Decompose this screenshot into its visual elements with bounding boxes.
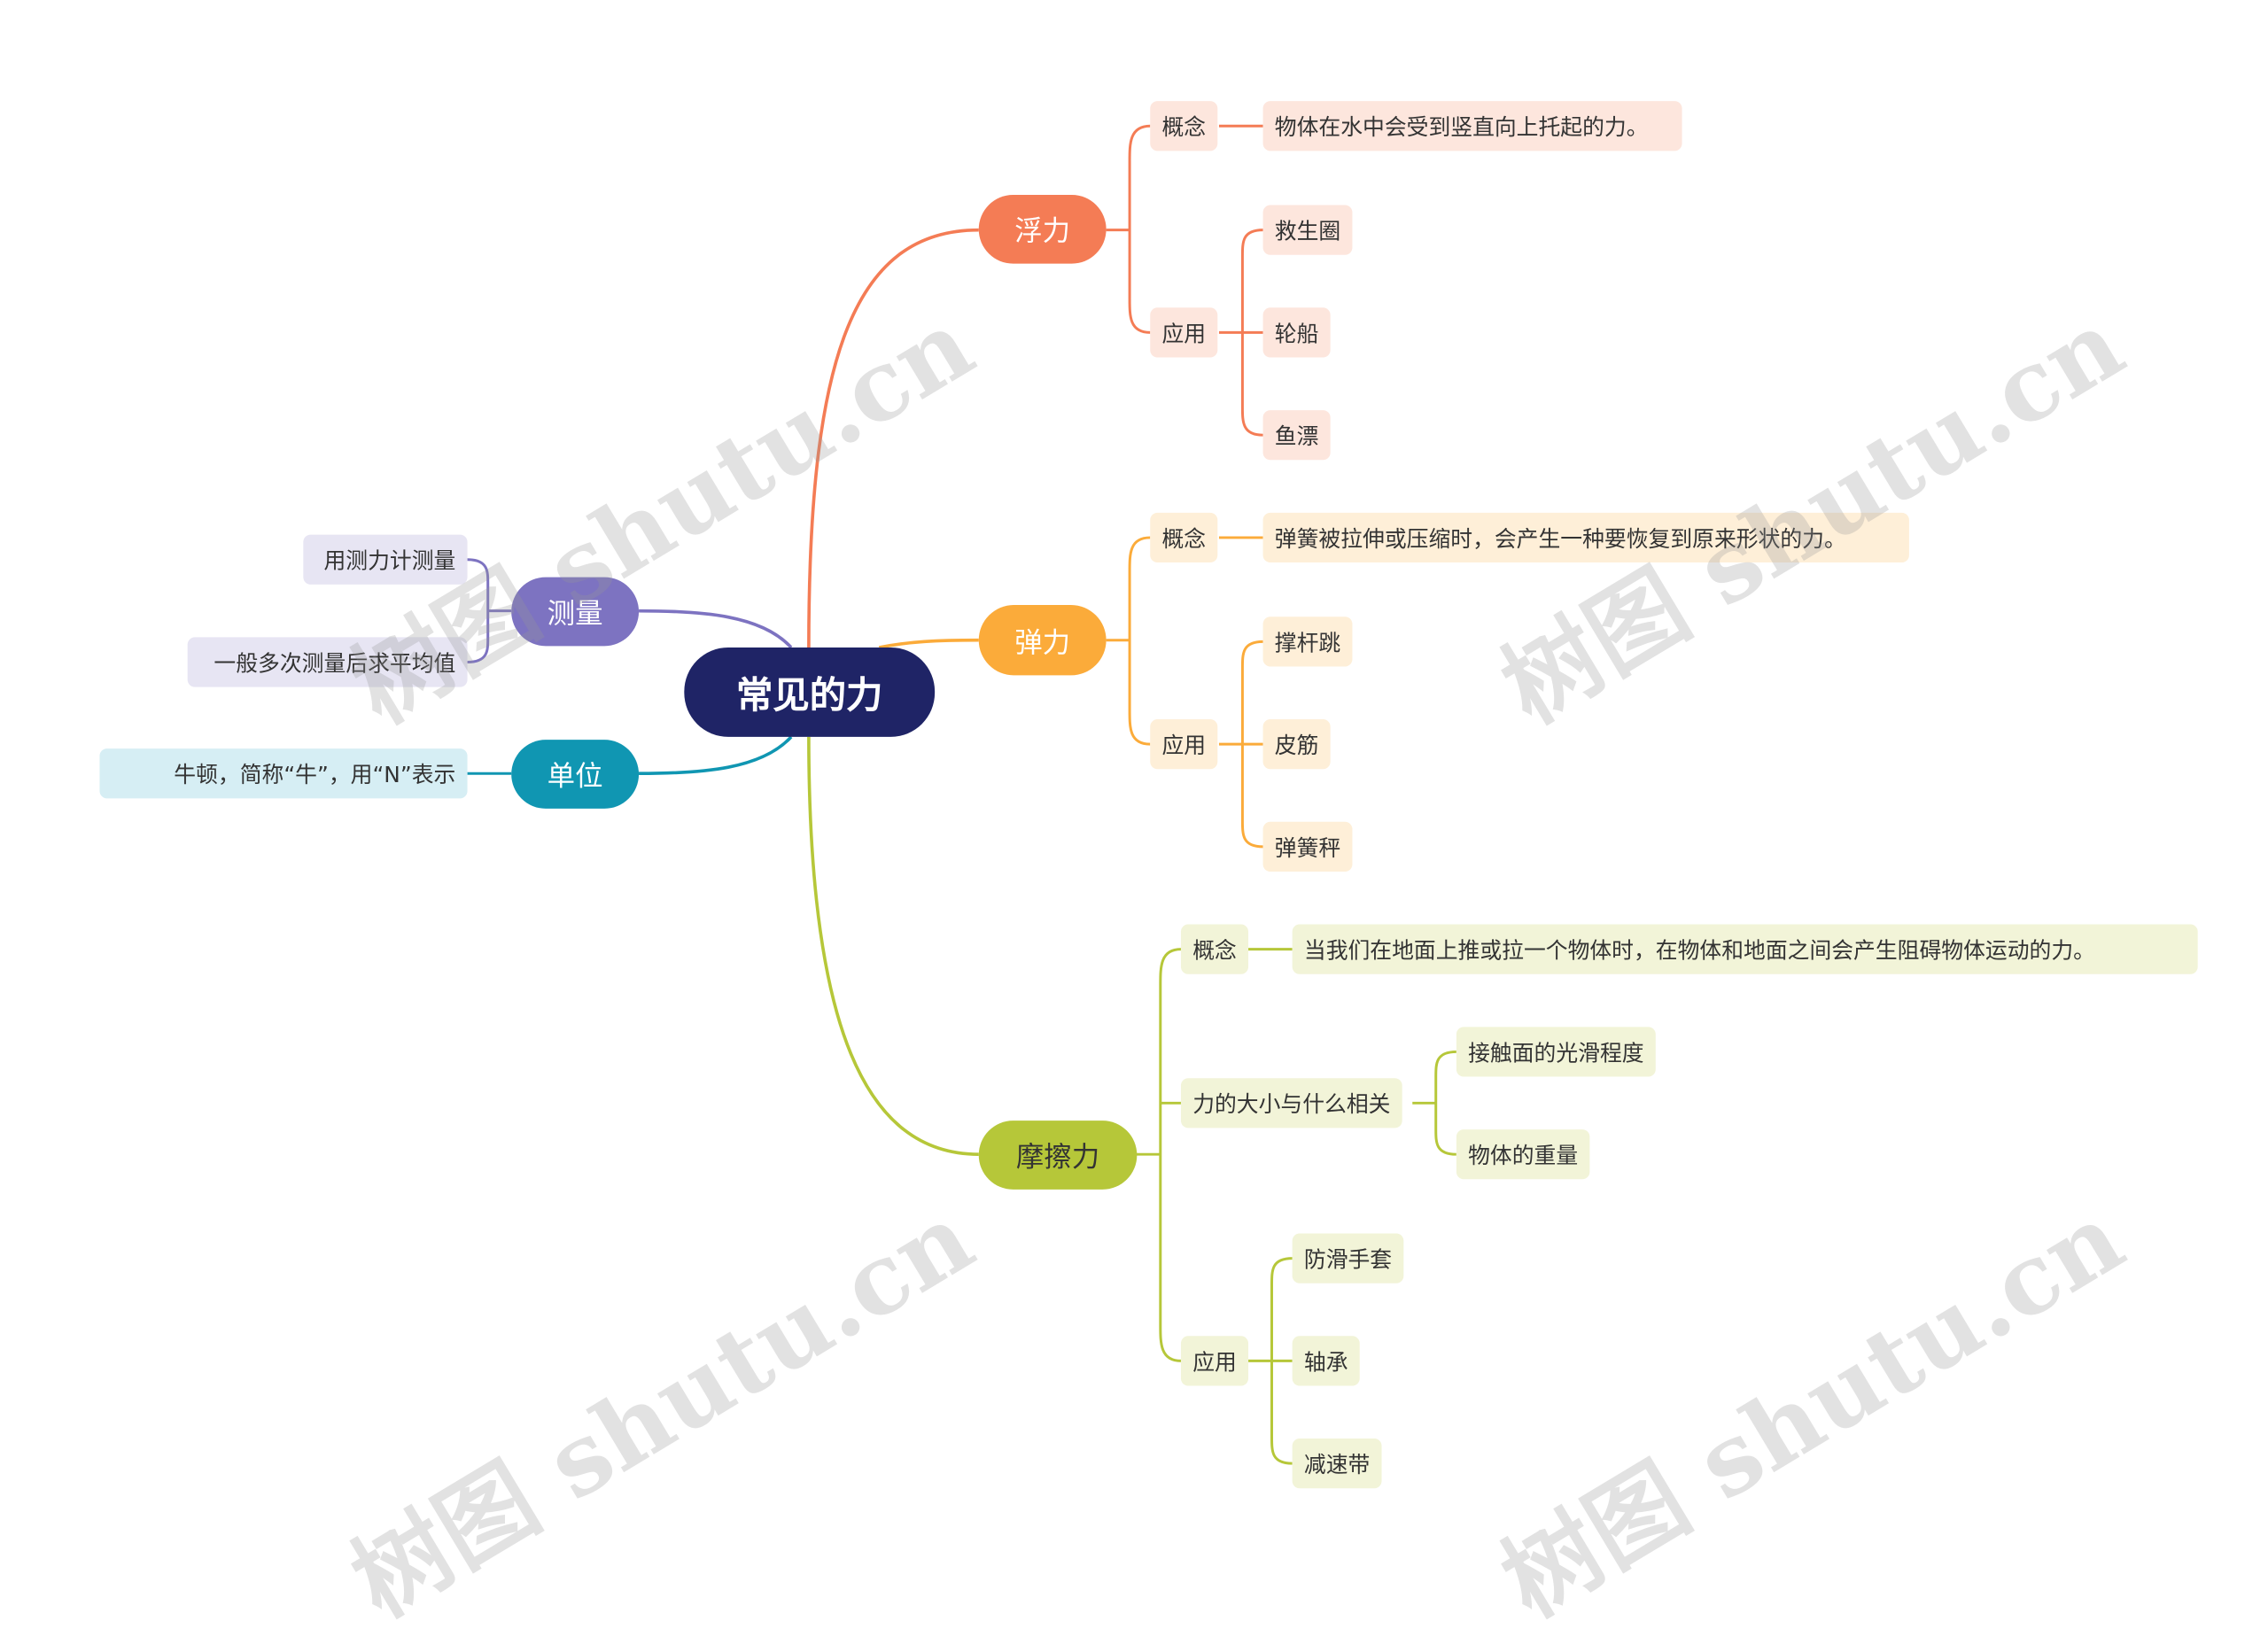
link-friction xyxy=(807,736,979,1157)
friction-factor-item[interactable]: 物体的重量 xyxy=(1456,1129,1590,1180)
connector-lines xyxy=(467,124,1456,1465)
buoyancy-concept-label[interactable]: 概念 xyxy=(1150,101,1218,151)
friction-application-item[interactable]: 轴承 xyxy=(1292,1336,1360,1386)
link-measure xyxy=(639,609,793,649)
friction-application-item[interactable]: 防滑手套 xyxy=(1292,1233,1404,1283)
root-topic[interactable]: 常见的力 xyxy=(684,647,936,737)
buoyancy-concept-text[interactable]: 物体在水中会受到竖直向上托起的力。 xyxy=(1262,101,1682,151)
friction-concept-label[interactable]: 概念 xyxy=(1180,924,1249,974)
friction-factor-item[interactable]: 接触面的光滑程度 xyxy=(1456,1027,1656,1077)
buoyancy-application-item[interactable]: 救生圈 xyxy=(1262,205,1353,255)
link-unit xyxy=(639,735,793,776)
buoyancy-application-item[interactable]: 轮船 xyxy=(1262,307,1331,358)
friction-concept-text[interactable]: 当我们在地面上推或拉一个物体时，在物体和地面之间会产生阻碍物体运动的力。 xyxy=(1292,924,2198,974)
elastic-application-item[interactable]: 弹簧秤 xyxy=(1262,821,1353,872)
branch-elastic[interactable]: 弹力 xyxy=(978,605,1107,676)
friction-application-item[interactable]: 减速带 xyxy=(1292,1438,1382,1489)
friction-application-label[interactable]: 应用 xyxy=(1180,1336,1249,1386)
elastic-concept-label[interactable]: 概念 xyxy=(1150,512,1218,563)
measure-item[interactable]: 用测力计测量 xyxy=(303,534,468,585)
link-elastic xyxy=(878,638,979,649)
mind-map-canvas: 常见的力 浮力 弹力 摩擦力 测量 单位 概念 物体在水中会受到竖直向上托起的力… xyxy=(99,101,2198,1639)
branch-measure[interactable]: 测量 xyxy=(511,577,640,647)
branch-friction[interactable]: 摩擦力 xyxy=(978,1121,1138,1190)
buoyancy-application-label[interactable]: 应用 xyxy=(1150,307,1218,358)
elastic-application-label[interactable]: 应用 xyxy=(1150,719,1218,770)
elastic-application-item[interactable]: 撑杆跳 xyxy=(1262,616,1353,667)
elastic-concept-text[interactable]: 弹簧被拉伸或压缩时，会产生一种要恢复到原来形状的力。 xyxy=(1262,512,1909,563)
buoyancy-application-item[interactable]: 鱼漂 xyxy=(1262,410,1331,461)
friction-factors-label[interactable]: 力的大小与什么相关 xyxy=(1180,1078,1402,1128)
unit-item[interactable]: 牛顿，简称“牛”，用“N”表示 xyxy=(99,748,468,799)
branch-buoyancy[interactable]: 浮力 xyxy=(978,194,1107,264)
measure-item[interactable]: 一般多次测量后求平均值 xyxy=(187,637,468,687)
branch-unit[interactable]: 单位 xyxy=(511,740,640,809)
elastic-application-item[interactable]: 皮筋 xyxy=(1262,719,1331,770)
link-buoyancy xyxy=(807,228,979,648)
